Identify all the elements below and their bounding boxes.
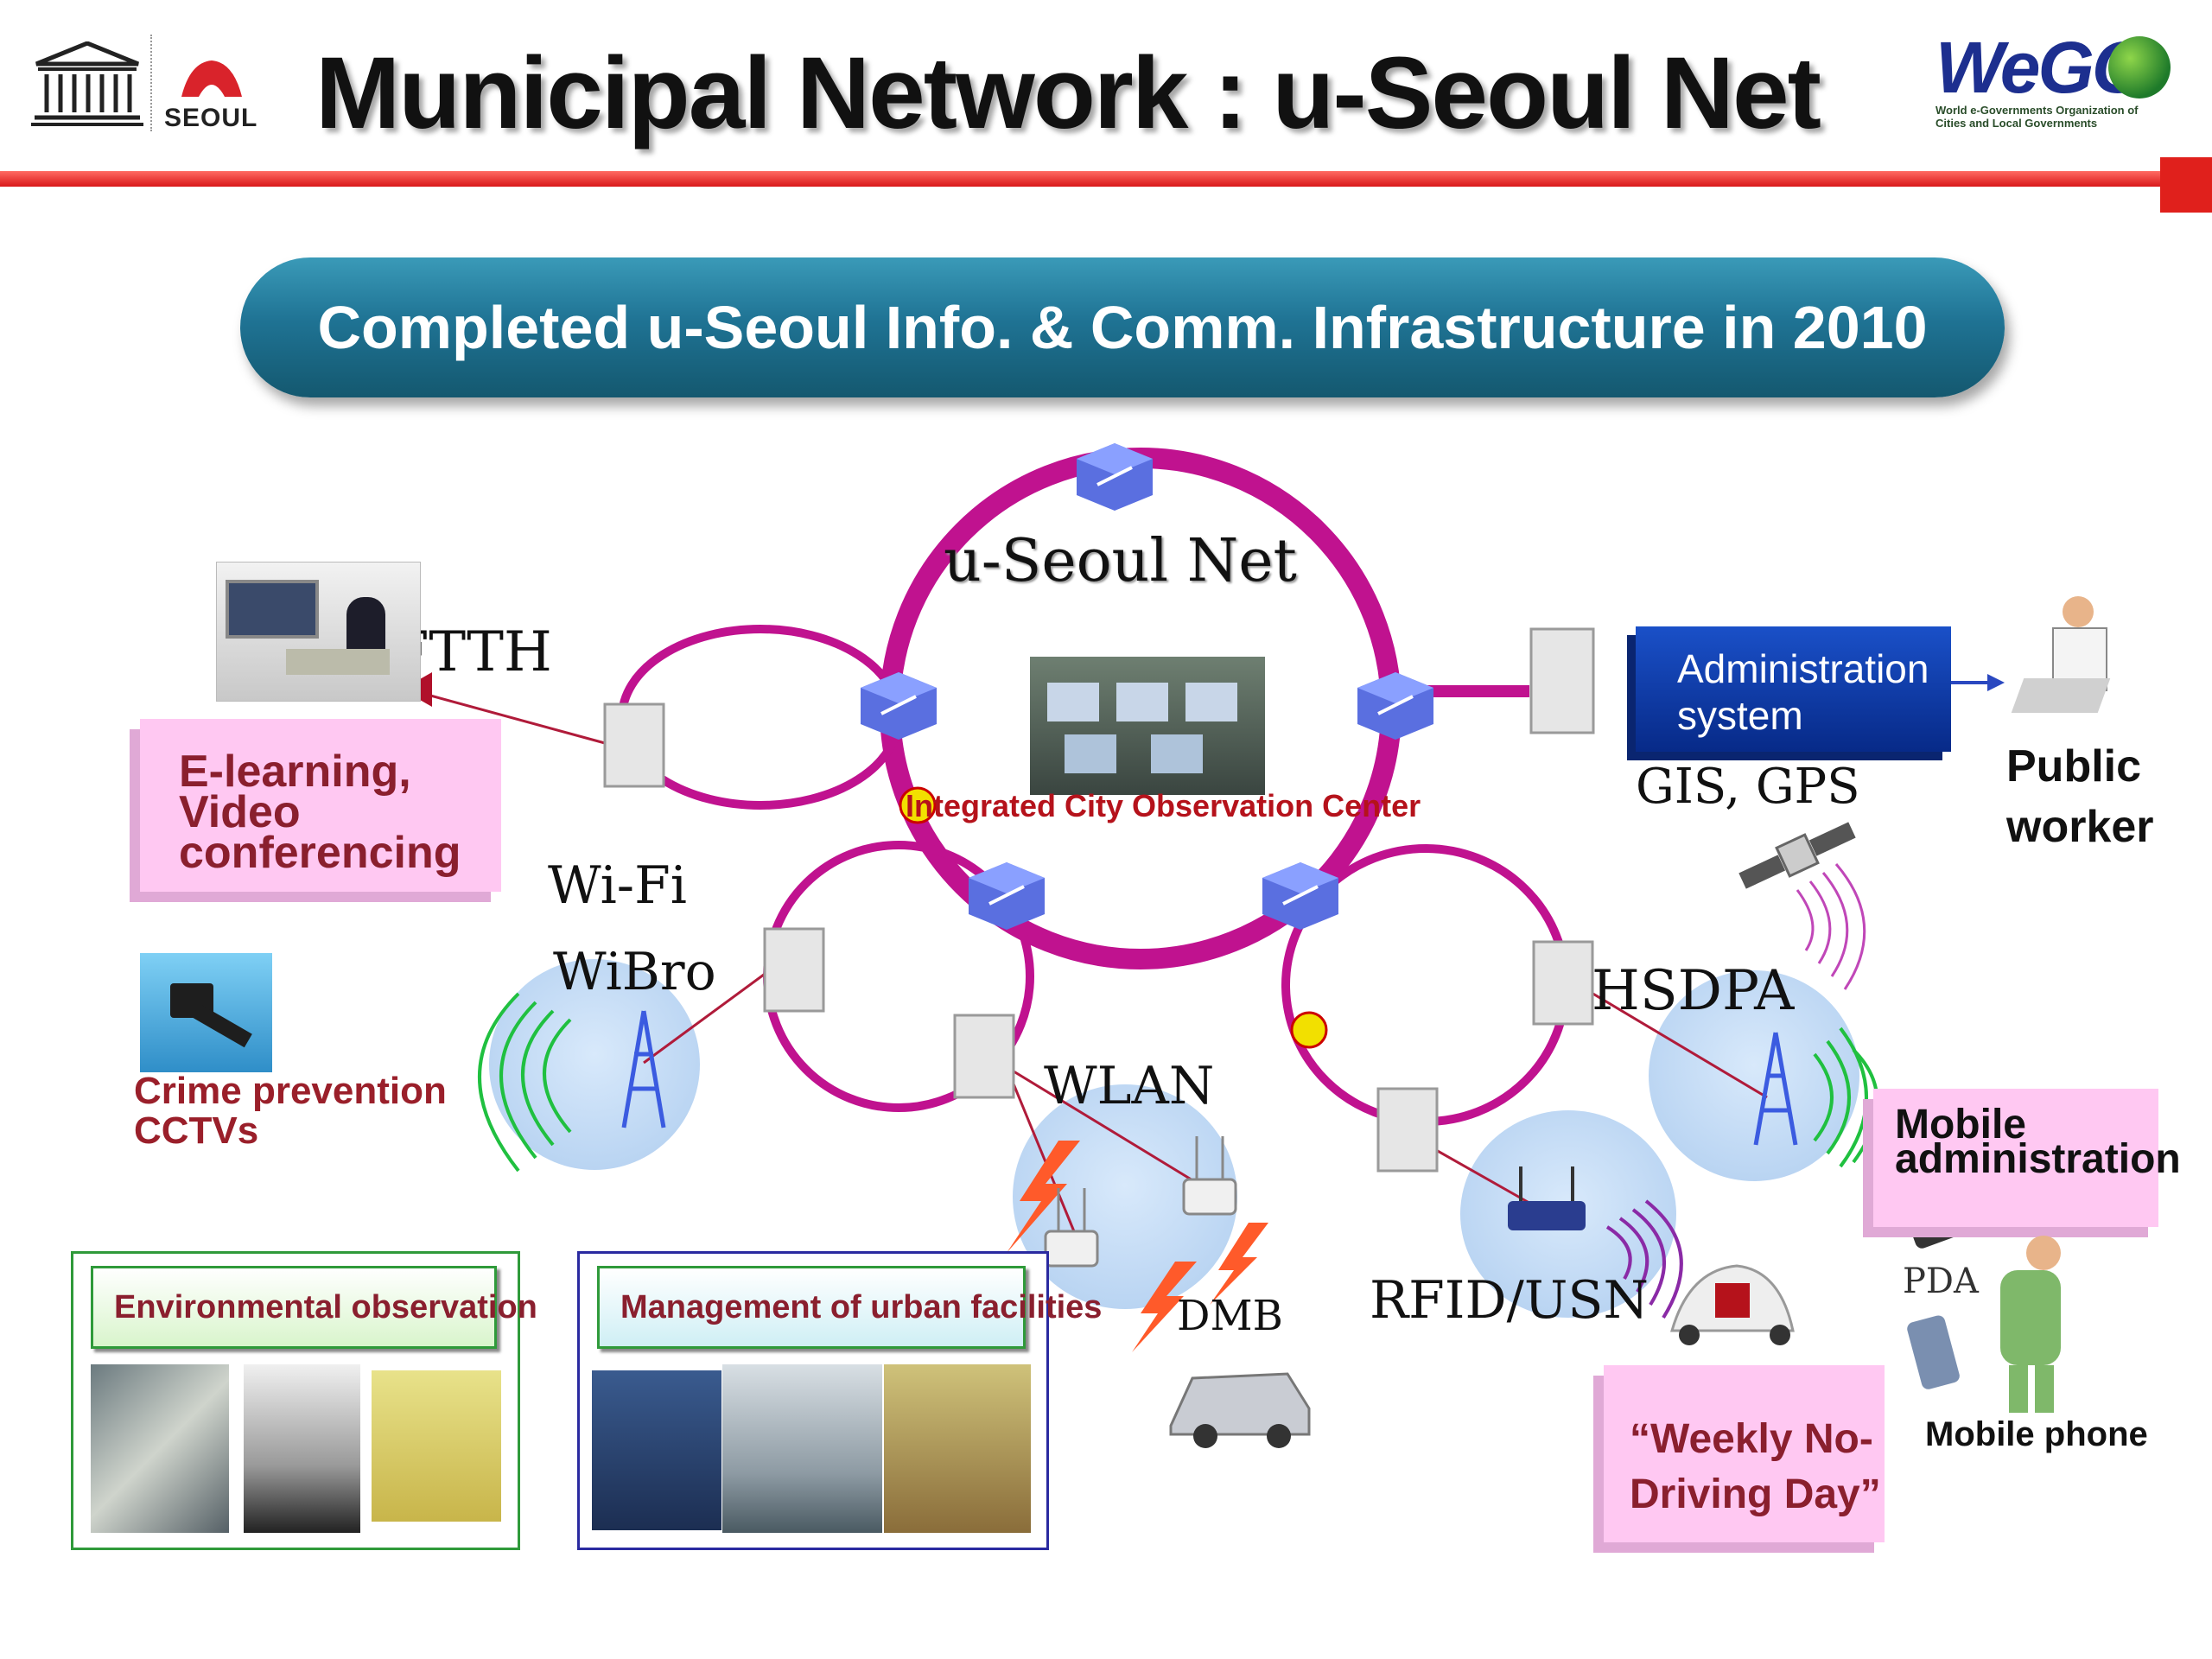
- administration-system-box: Administration system: [1636, 626, 1951, 752]
- phone-icon: [1907, 1315, 1960, 1389]
- section-banner-text: Completed u-Seoul Info. & Comm. Infrastr…: [317, 294, 1928, 361]
- weekly-line-1: “Weekly No-: [1630, 1416, 1873, 1462]
- observation-center-photo: [1030, 657, 1265, 795]
- public-line-2: worker: [2006, 802, 2154, 852]
- logo-divider: [150, 35, 152, 131]
- urban-photo-streetlights: [592, 1370, 721, 1530]
- observation-center-caption: Integrated City Observation Center: [906, 788, 1421, 823]
- seoul-logo-text: SEOUL: [164, 104, 258, 132]
- wifi-label: Wi-Fi: [548, 855, 687, 916]
- urban-title: Management of urban facilities: [620, 1288, 1103, 1325]
- public-line-1: Public: [2006, 741, 2142, 791]
- crime-line-2: CCTVs: [134, 1109, 259, 1152]
- weekly-line-2: Driving Day”: [1630, 1471, 1881, 1517]
- videoconference-photo: [216, 562, 421, 702]
- wibro-coverage-bubble: [489, 959, 700, 1170]
- urban-panel: Management of urban facilities: [577, 1251, 1102, 1550]
- environmental-title: Environmental observation: [114, 1288, 537, 1325]
- elearning-box: E-learning, Video conferencing: [140, 719, 501, 892]
- elearning-line-2: Video: [179, 787, 301, 837]
- satellite-icon: [1738, 822, 1856, 889]
- cctv-photo: [140, 953, 272, 1072]
- mobile-phone-label: Mobile phone: [1925, 1415, 2148, 1453]
- wibro-label: WiBro: [553, 942, 716, 1002]
- wibro-signal-waves: [478, 992, 572, 1173]
- rfid-label: RFID/USN: [1370, 1270, 1649, 1331]
- hsdpa-tower-icon: [1753, 1032, 1798, 1146]
- admin-line-1: Administration: [1677, 646, 1929, 691]
- weekly-no-driving-box: “Weekly No- Driving Day”: [1604, 1365, 1885, 1542]
- connector-dot-right: [1290, 1011, 1328, 1049]
- env-photo-smokestacks: [244, 1364, 360, 1533]
- gis-gps-label: GIS, GPS: [1636, 759, 1860, 815]
- hsdpa-label: HSDPA: [1592, 959, 1795, 1023]
- gps-signal-waves: [1796, 863, 1866, 990]
- crime-prevention-label: Crime prevention CCTVs: [134, 1071, 447, 1151]
- rfid-signal-waves: [1605, 1199, 1683, 1319]
- car-icon: [1670, 1264, 1795, 1345]
- urban-photo-utility-tunnel: [884, 1364, 1031, 1533]
- header-rule-cap: [2160, 157, 2212, 213]
- elearning-line-1: E-learning,: [179, 747, 411, 797]
- lightning-icons: [1007, 1141, 1268, 1352]
- rfid-router-icon: [1508, 1166, 1586, 1230]
- elearning-line-3: conferencing: [179, 828, 461, 878]
- header-rule: [0, 171, 2160, 187]
- env-photo-haze: [372, 1370, 501, 1522]
- wibro-tower-icon: [621, 1010, 666, 1128]
- switch-rack-icons: [603, 627, 1595, 1173]
- environmental-panel: Environmental observation: [71, 1251, 537, 1550]
- unesco-logo: [31, 41, 143, 126]
- mobile-administration-box: Mobile administration: [1873, 1089, 2181, 1227]
- mobile-user-figure-icon: [1979, 1236, 2074, 1417]
- u-seoul-net-label: u-Seoul Net: [944, 527, 1297, 595]
- wego-logo-subtext-2: Cities and Local Governments: [1936, 117, 2098, 130]
- admin-line-2: system: [1677, 693, 1803, 738]
- wego-logo-subtext-1: World e-Governments Organization of: [1936, 104, 2139, 117]
- mobile-admin-line-1: Mobile: [1895, 1102, 2026, 1147]
- wlan-label: WLAN: [1044, 1056, 1215, 1116]
- hsdpa-coverage-bubble: [1649, 970, 1859, 1181]
- router-cube-icons: [861, 443, 1433, 930]
- page-title: Municipal Network : u-Seoul Net: [315, 36, 1821, 150]
- pda-label: PDA: [1903, 1262, 1979, 1301]
- public-worker-icon: [2011, 596, 2121, 726]
- seoul-logo-mark: [181, 60, 242, 97]
- wego-globe-icon: [2108, 36, 2171, 99]
- environmental-title-box: Environmental observation: [91, 1266, 537, 1349]
- section-banner: Completed u-Seoul Info. & Comm. Infrastr…: [240, 257, 2005, 397]
- urban-photo-bridge: [722, 1364, 882, 1533]
- access-point-icons: [1044, 1136, 1237, 1268]
- urban-title-box: Management of urban facilities: [597, 1266, 1102, 1349]
- van-icon: [1169, 1372, 1311, 1448]
- dmb-label: DMB: [1177, 1292, 1283, 1340]
- admin-arrow-head: [1987, 674, 2005, 691]
- public-worker-label: Public worker: [2006, 736, 2154, 857]
- connector-dot-left: [899, 786, 937, 824]
- crime-line-1: Crime prevention: [134, 1070, 447, 1112]
- mobile-admin-line-2: administration: [1895, 1136, 2181, 1182]
- env-photo-aerial: [91, 1364, 229, 1533]
